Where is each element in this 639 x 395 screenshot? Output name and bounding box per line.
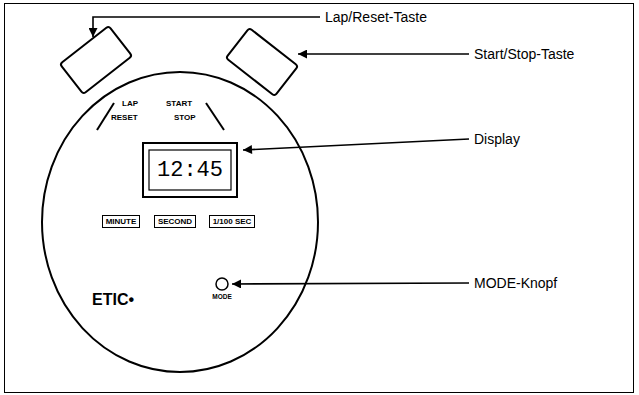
- start-stop-button: [226, 28, 298, 96]
- leader-arrow: [93, 17, 320, 37]
- leader-arrow: [232, 282, 469, 285]
- lcd-display: 12:45: [142, 142, 238, 198]
- button-marking: STOP: [174, 113, 196, 122]
- part-label: Display: [474, 131, 520, 147]
- mode-button: [216, 278, 228, 290]
- node-text: SECOND: [158, 217, 192, 226]
- part-label: Lap/Reset-Taste: [325, 9, 427, 25]
- leader-arrow: [243, 139, 469, 150]
- unit-box: SECOND: [154, 215, 196, 228]
- watch-body: [42, 72, 318, 372]
- button-bracket: [206, 103, 224, 130]
- leader-arrow: [298, 53, 469, 55]
- lap-reset-button: [60, 26, 132, 94]
- part-label: MODE-Knopf: [474, 275, 557, 291]
- button-marking: RESET: [111, 113, 138, 122]
- node-text: 12:45: [157, 158, 223, 183]
- part-label: Start/Stop-Taste: [474, 46, 574, 62]
- unit-box: 1/100 SEC: [209, 215, 256, 228]
- lcd-inner-frame: [149, 150, 231, 190]
- button-marking: LAP: [122, 99, 138, 108]
- button-marking: START: [166, 99, 192, 108]
- button-marking: MODE: [212, 293, 232, 300]
- figure-frame: [5, 4, 634, 393]
- node-text: 1/100 SEC: [213, 217, 252, 226]
- unit-box: MINUTE: [102, 215, 141, 228]
- brand-name: ETIC•: [92, 291, 134, 309]
- node-text: MINUTE: [106, 217, 137, 226]
